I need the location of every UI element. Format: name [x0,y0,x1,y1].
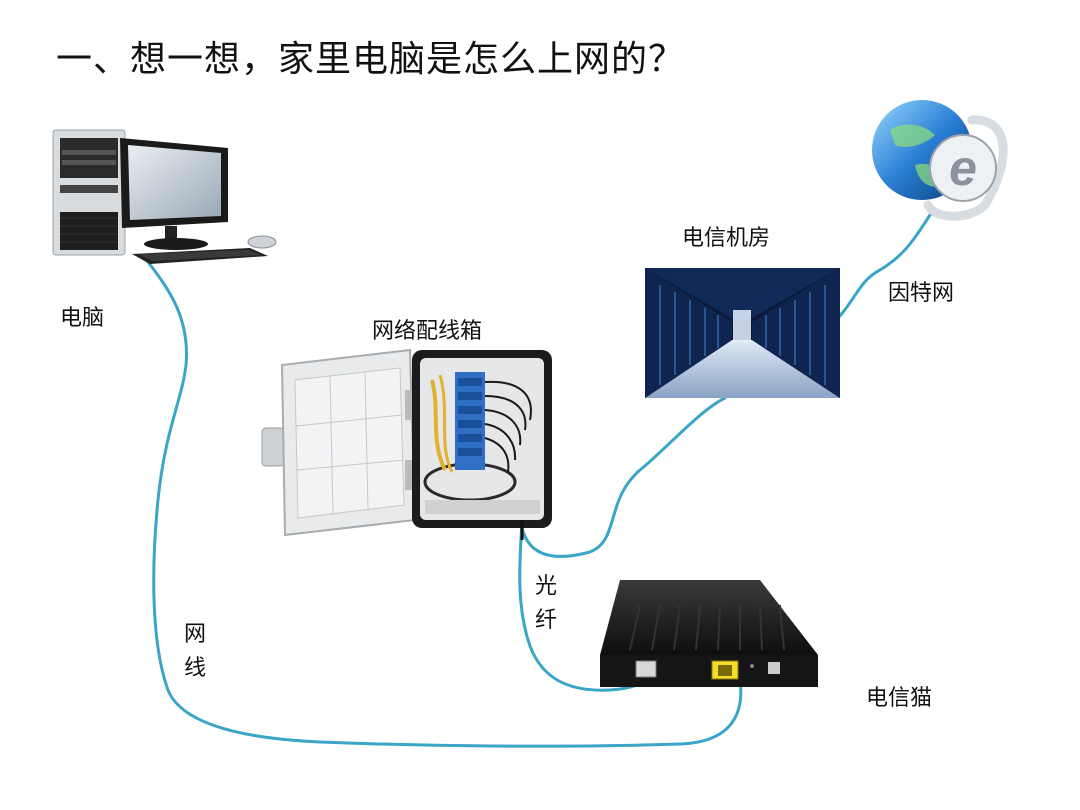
fiber-label: 光纤 [534,574,557,633]
distribution-box-image [261,348,552,540]
telecom-room-image [645,268,840,398]
network-cable [146,260,743,748]
computer-label: 电脑 [60,306,105,331]
fiber-to-telecom-cable [520,396,727,558]
computer-image [52,129,277,264]
network-cable-label: 网线 [183,622,206,681]
telecom-room-label: 电信机房 [682,226,771,251]
distribution-box-label: 网络配线箱 [372,319,483,344]
modem-label: 电信猫 [866,686,933,711]
internet-link-cable [836,213,932,320]
internet-label: 因特网 [888,281,955,306]
internet-globe-icon: e [872,100,1008,221]
modem-image [600,580,818,687]
page-title: 一、想一想，家里电脑是怎么上网的？ [56,39,686,80]
svg-text:e: e [949,140,977,196]
